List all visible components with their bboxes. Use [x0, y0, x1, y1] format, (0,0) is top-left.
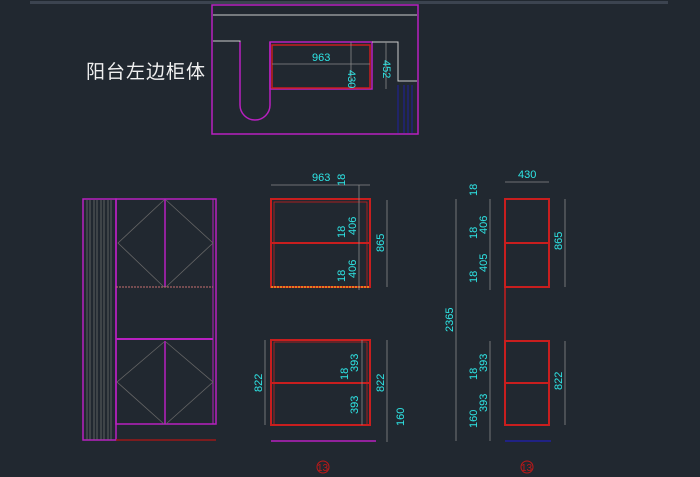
front-lower-mid-gap: 18: [339, 368, 351, 380]
front-marker-label: 13: [317, 463, 329, 474]
plan-wall-left: [213, 40, 241, 100]
plan-stair-lines: [397, 85, 413, 133]
side-marker-circle: [520, 460, 534, 474]
front-shelf1-label: 406: [347, 217, 359, 235]
plan-view: 963 430 452: [211, 4, 419, 135]
side-plinth: 160: [468, 410, 480, 428]
side-total-height: 2365: [444, 308, 456, 332]
side-depth-label: 430: [518, 169, 536, 181]
side-mid-gap: 18: [468, 227, 480, 239]
drawing-title: 阳台左边柜体: [86, 61, 207, 83]
front-height-label: 865: [375, 234, 387, 252]
side-lower-mid-gap: 18: [468, 368, 480, 380]
side-panel-lines: [86, 200, 112, 440]
front-view-upper: 963 18 406 18 406 18 865: [270, 172, 388, 290]
plan-outer-depth-label: 452: [380, 60, 392, 78]
side-shelf1: 406: [478, 216, 490, 234]
side-bottom-gap: 18: [468, 271, 480, 283]
plan-frame: [211, 4, 419, 135]
plan-u-curve: [239, 42, 271, 121]
front-lower-shelf2: 393: [349, 396, 361, 414]
side-marker-label: 13: [521, 463, 533, 474]
front-width-label: 963: [312, 172, 330, 184]
side-lower-shelf1: 393: [478, 354, 490, 372]
front-lower-left-height: 822: [253, 374, 265, 392]
side-top-gap: 18: [468, 184, 480, 196]
front-view-lower: 822 393 18 393 822 160 13: [253, 339, 407, 474]
side-shelf2: 405: [478, 254, 490, 272]
front-marker-circle: [316, 460, 330, 474]
side-view: 430 2365 18 406 18 405 18 865 393 18 393…: [444, 169, 566, 474]
plan-cabinet-inner: [271, 44, 371, 89]
front-lower-shelf1: 393: [349, 354, 361, 372]
top-scrollbar[interactable]: [30, 1, 668, 4]
door-elevation: [82, 198, 217, 441]
front-bottom-gap-label: 18: [336, 270, 348, 282]
front-top-gap-label: 18: [336, 174, 348, 186]
front-plinth-label: 160: [395, 408, 407, 426]
plan-wall-right: [372, 41, 417, 82]
front-shelf2-label: 406: [347, 260, 359, 278]
cabinet-body: [115, 198, 217, 425]
door-diagonals: [116, 199, 214, 425]
side-upper-height: 865: [553, 232, 565, 250]
front-mid-gap-label: 18: [336, 226, 348, 238]
front-lower-right-height: 822: [375, 374, 387, 392]
side-lower-height: 822: [553, 372, 565, 390]
plan-depth-label: 430: [345, 70, 357, 88]
plan-cabinet-outer: [269, 41, 373, 90]
plan-width-label: 963: [312, 52, 330, 64]
side-lower-shelf2: 393: [478, 394, 490, 412]
